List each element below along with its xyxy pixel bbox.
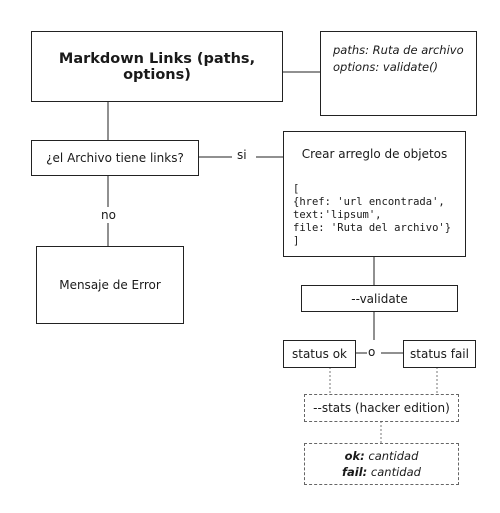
main-box-label: Markdown Links (paths, options) [58,50,256,83]
note-options-value: validate() [379,60,439,74]
note-options-key: options: [333,60,380,74]
result-fail-key: fail: [342,465,368,479]
objects-code: [ {href: 'url encontrada', text:'lipsum'… [293,183,452,247]
status-fail-box: status fail [403,340,476,368]
error-box: Mensaje de Error [36,246,184,324]
note-paths-key: paths: [333,43,370,57]
no-label: no [101,208,116,222]
or-label: o [368,345,376,359]
result-fail-line: fail: cantidad [305,464,458,480]
status-ok-box: status ok [283,340,356,368]
result-box: ok: cantidad fail: cantidad [304,443,459,485]
note-paths-value: Ruta de archivo [369,43,464,57]
result-ok-line: ok: cantidad [305,448,458,464]
status-fail-label: status fail [410,347,469,361]
status-ok-label: status ok [292,347,347,361]
question-box: ¿el Archivo tiene links? [31,140,199,176]
stats-label: --stats (hacker edition) [313,401,450,415]
yes-label: si [237,148,247,162]
result-ok-key: ok: [344,449,365,463]
error-label: Mensaje de Error [59,278,161,292]
note-options-line: options: validate() [333,59,476,76]
stats-box: --stats (hacker edition) [304,394,459,422]
question-label: ¿el Archivo tiene links? [46,151,184,165]
objects-title: Crear arreglo de objetos [301,147,448,161]
main-box: Markdown Links (paths, options) [31,31,283,102]
objects-box: Crear arreglo de objetos [ {href: 'url e… [283,131,466,257]
validate-label: --validate [351,291,408,306]
parameters-note: paths: Ruta de archivo options: validate… [320,31,477,116]
result-ok-value: cantidad [364,449,419,463]
validate-box: --validate [301,285,458,312]
note-paths-line: paths: Ruta de archivo [333,42,476,59]
result-fail-value: cantidad [367,465,421,479]
